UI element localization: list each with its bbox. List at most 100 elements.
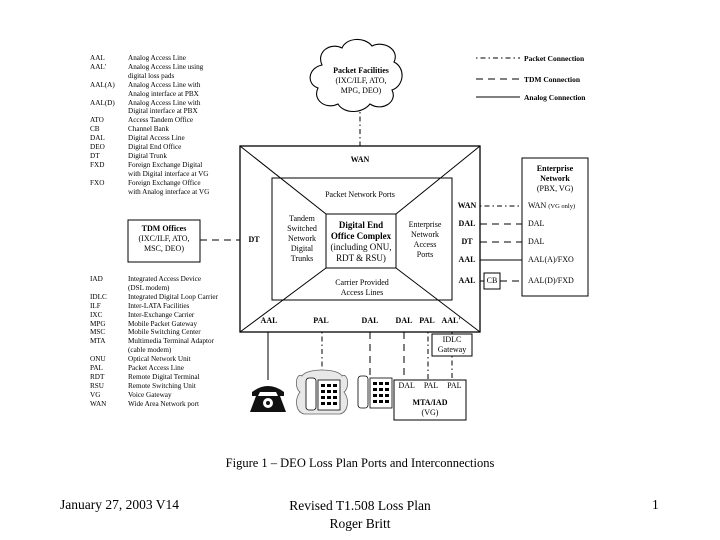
- glossary-abbr: DAL: [90, 134, 105, 143]
- mta-label: MTA/IAD (VG): [394, 398, 466, 418]
- legend-tdm-label: TDM Connection: [524, 75, 581, 84]
- bottom-port-pal2: PAL: [419, 316, 435, 325]
- packet-network-ports-label: Packet Network Ports: [325, 190, 395, 199]
- office-wan-label: WAN: [350, 155, 370, 164]
- page-number: 1: [652, 497, 659, 512]
- mta-ports-label: DAL PAL PAL: [394, 381, 466, 391]
- glossary-abbr: AAL(A): [90, 80, 115, 89]
- tandem-line: Digital: [290, 244, 314, 253]
- glossary-abbr: MTA: [90, 337, 106, 346]
- ent-wan-text: WAN: [528, 201, 547, 210]
- tandem-line: Tandem: [289, 214, 315, 223]
- glossary-abbr: MPG: [90, 319, 106, 328]
- deo-line: RDT & RSU): [336, 253, 386, 263]
- carrier-line: Carrier Provided: [335, 278, 389, 287]
- glossary-def: Analog Access Line: [128, 54, 186, 62]
- glossary-def: Inter-LATA Facilities: [128, 301, 190, 310]
- ent-wan-note: (VG only): [548, 203, 576, 210]
- glossary-row: DT Digital Trunk: [90, 152, 240, 161]
- glossary-abbr: CB: [90, 125, 100, 134]
- glossary-abbr: DT: [90, 151, 100, 160]
- glossary-row: AAL' Analog Access Line using: [90, 63, 240, 72]
- tdm-offices-title: TDM Offices: [141, 224, 187, 233]
- tandem-line: Network: [288, 234, 316, 243]
- glossary-def: Mobile Packet Gateway: [128, 319, 198, 328]
- glossary-abbr: DEO: [90, 143, 105, 152]
- glossary-abbr: AAL': [90, 62, 107, 71]
- glossary-abbr: ILF: [90, 301, 101, 310]
- ent-ports-line: Enterprise: [408, 220, 442, 229]
- deo-box: [325, 213, 397, 269]
- tdm-offices-box: [127, 219, 201, 263]
- glossary-def: Integrated Digital Loop Carrier: [128, 292, 219, 301]
- idlc-line2: Gateway: [437, 345, 467, 354]
- cb-label: CB: [486, 276, 498, 285]
- glossary-abbr: IDLC: [90, 292, 107, 301]
- enterprise-network-label: Enterprise Network (PBX, VG): [522, 164, 588, 194]
- glossary-def: (DSL modem): [128, 283, 170, 292]
- enterprise-network-box: [521, 157, 589, 297]
- port-dt-right: DT: [461, 237, 473, 246]
- glossary-abbr: IXC: [90, 310, 103, 319]
- mta-title: MTA/IAD: [412, 398, 448, 407]
- glossary-abbr: FXD: [90, 160, 105, 169]
- carrier-line: Access Lines: [340, 288, 384, 297]
- glossary-def: Remote Switching Unit: [128, 381, 196, 390]
- glossary-def: Voice Gateway: [128, 390, 172, 399]
- dt-port-left: DT: [248, 235, 260, 244]
- port-aal-right: AAL: [458, 255, 476, 264]
- ent-dal-label: DAL: [528, 219, 545, 228]
- glossary-def: Channel Bank: [128, 125, 169, 134]
- footer-title: Revised T1.508 Loss Plan: [289, 498, 431, 513]
- ent-ports-line: Access: [413, 240, 437, 249]
- idlc-gateway-box: [431, 333, 473, 357]
- glossary-def: Digital interface at PBX: [128, 107, 198, 116]
- glossary-def: Remote Digital Terminal: [128, 372, 200, 381]
- glossary-abbr: AAL(D): [90, 98, 115, 107]
- analog-phone-icon: [250, 386, 286, 412]
- digital-phone-icon: [357, 375, 393, 409]
- footer-date: January 27, 2003 V14: [60, 497, 179, 512]
- tdm-offices-line2: (IXC/ILF, ATO,: [138, 234, 190, 243]
- legend-analog-label: Analog Connection: [524, 93, 586, 102]
- office-inner-box: [271, 177, 453, 301]
- glossary-abbr: ONU: [90, 355, 106, 364]
- port-dal-right: DAL: [458, 219, 476, 228]
- glossary-abbr: IAD: [90, 275, 103, 283]
- glossary-def: digital loss pads: [128, 71, 175, 80]
- cloud-line2: (IXC/ILF, ATO,: [335, 76, 387, 85]
- glossary-def: Packet Access Line: [128, 364, 184, 373]
- glossary-abbr: MSC: [90, 328, 106, 337]
- glossary-abbr: AAL: [90, 54, 105, 62]
- enterprise-title2: Network: [540, 174, 570, 183]
- glossary-row: (cable modem): [90, 346, 240, 355]
- bottom-port-aal: AAL: [260, 316, 278, 325]
- glossary-def: Analog Access Line with: [128, 98, 201, 107]
- ent-aald-label: AAL(D)/FXD: [528, 276, 574, 285]
- glossary-def: Digital Trunk: [128, 151, 167, 160]
- glossary-def: Analog Access Line using: [128, 62, 204, 71]
- ent-ports-line: Ports: [416, 250, 434, 259]
- glossary-def: Analog interface at PBX: [128, 89, 199, 98]
- glossary-def: Foreign Exchange Digital: [128, 160, 203, 169]
- glossary-row: Digital interface at PBX: [90, 107, 240, 116]
- tandem-line: Trunks: [290, 254, 314, 263]
- footer-center: Revised T1.508 Loss Plan Roger Britt: [250, 497, 470, 533]
- figure-caption: Figure 1 – DEO Loss Plan Ports and Inter…: [225, 456, 495, 470]
- glossary-row: (DSL modem): [90, 284, 240, 293]
- enterprise-sub: (PBX, VG): [536, 184, 574, 193]
- glossary-abbr: RDT: [90, 372, 105, 381]
- glossary-def: with Digital interface at VG: [128, 169, 209, 178]
- glossary-row: ILF Inter-LATA Facilities: [90, 302, 240, 311]
- glossary-row: digital loss pads: [90, 72, 240, 81]
- ent-aala-label: AAL(A)/FXO: [528, 255, 574, 264]
- deo-line: Digital End: [338, 220, 384, 230]
